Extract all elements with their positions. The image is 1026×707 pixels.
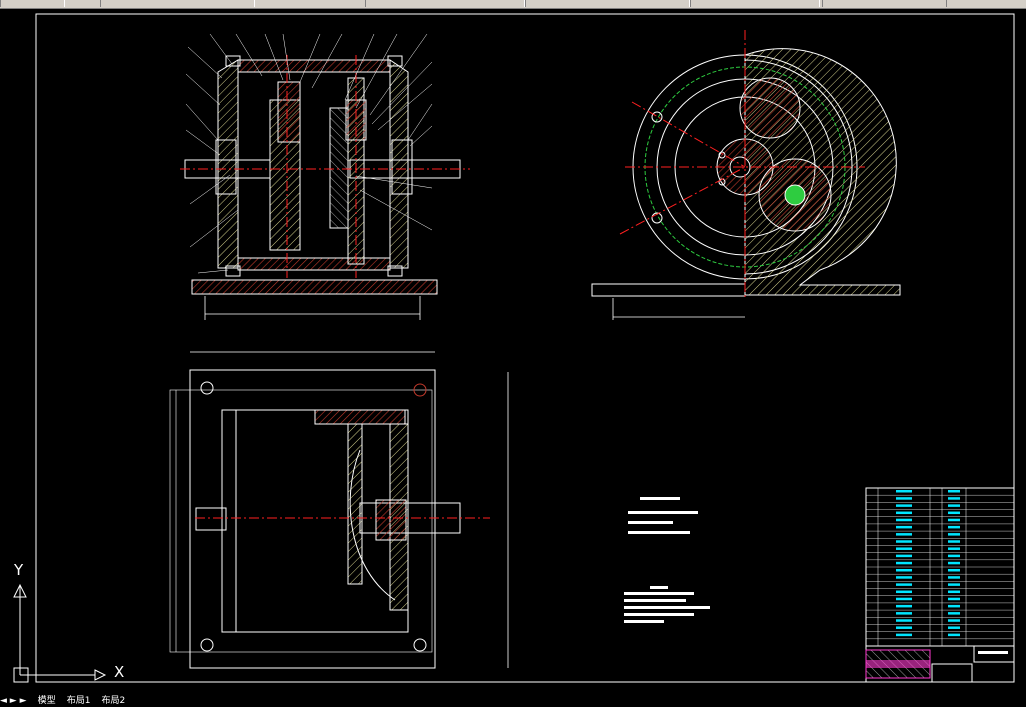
ucs-icon xyxy=(13,583,107,683)
bom-cell-text xyxy=(948,619,960,622)
bom-cell-text xyxy=(948,590,960,594)
bom-cell-text xyxy=(896,597,912,601)
bom-cell-text xyxy=(896,633,912,637)
bom-cell-text xyxy=(896,547,912,550)
toolbar-segment-1[interactable] xyxy=(0,0,65,7)
bom-cell-text xyxy=(896,533,912,536)
bom-cell-text xyxy=(896,626,912,629)
technical-notes xyxy=(624,497,710,623)
toolbar-segment-3[interactable] xyxy=(365,0,525,7)
toolbar-segment-2[interactable] xyxy=(100,0,255,7)
toolbar-strip xyxy=(0,0,1026,9)
bom-cell-text xyxy=(948,597,960,601)
bom-cell-text xyxy=(948,504,960,507)
bom-cell-text xyxy=(896,490,912,493)
bom-cell-text xyxy=(896,540,912,543)
bom-cell-text xyxy=(948,612,960,615)
toolbar-segment-5[interactable] xyxy=(690,0,820,7)
title-block[interactable] xyxy=(865,645,1015,683)
toolbar-segment-4[interactable] xyxy=(525,0,690,7)
bom-cell-text xyxy=(896,518,912,522)
part-balloons xyxy=(185,33,433,274)
bom-cell-text xyxy=(948,540,960,543)
bom-cell-text xyxy=(896,497,912,500)
bom-cell-text xyxy=(896,576,912,579)
front-section-view[interactable] xyxy=(180,55,470,320)
bom-cell-text xyxy=(948,533,960,536)
bom-cell-text xyxy=(948,511,960,515)
bom-cell-text xyxy=(896,612,912,615)
cad-drawing-canvas[interactable] xyxy=(0,9,1026,689)
bom-cell-text xyxy=(948,626,960,629)
bom-cell-text xyxy=(896,561,912,565)
bom-cell-text xyxy=(948,569,960,572)
bom-cell-text xyxy=(896,604,912,608)
ucs-x-label: X xyxy=(114,663,125,681)
top-view[interactable] xyxy=(169,351,509,669)
bom-cell-text xyxy=(896,511,912,515)
bom-cell-text xyxy=(948,583,960,586)
bom-cell-text xyxy=(948,547,960,550)
bom-cell-text xyxy=(948,497,960,500)
bom-cell-text xyxy=(948,490,960,493)
bom-cell-text xyxy=(948,525,960,529)
parts-list-table[interactable] xyxy=(865,487,1015,647)
bom-cell-text xyxy=(896,504,912,507)
bom-cell-text xyxy=(896,619,912,622)
bom-cell-text xyxy=(896,583,912,586)
layout-tab-bar: ◄ ► ► 模型 布局1 布局2 xyxy=(0,688,330,706)
bom-cell-text xyxy=(948,518,960,522)
bom-cell-text xyxy=(896,554,912,558)
side-view[interactable] xyxy=(591,30,901,320)
bom-cell-text xyxy=(948,633,960,637)
bom-cell-text xyxy=(948,576,960,579)
bom-cell-text xyxy=(948,604,960,608)
bom-cell-text xyxy=(896,525,912,529)
bom-cell-text xyxy=(948,554,960,558)
bom-cell-text xyxy=(896,590,912,594)
ucs-y-label: Y xyxy=(14,561,24,579)
bom-cell-text xyxy=(896,569,912,572)
toolbar-segment-6[interactable] xyxy=(822,0,947,7)
toolbar-segment-7[interactable] xyxy=(946,0,1026,7)
drawing-border xyxy=(35,13,1015,683)
bom-cell-text xyxy=(948,561,960,565)
